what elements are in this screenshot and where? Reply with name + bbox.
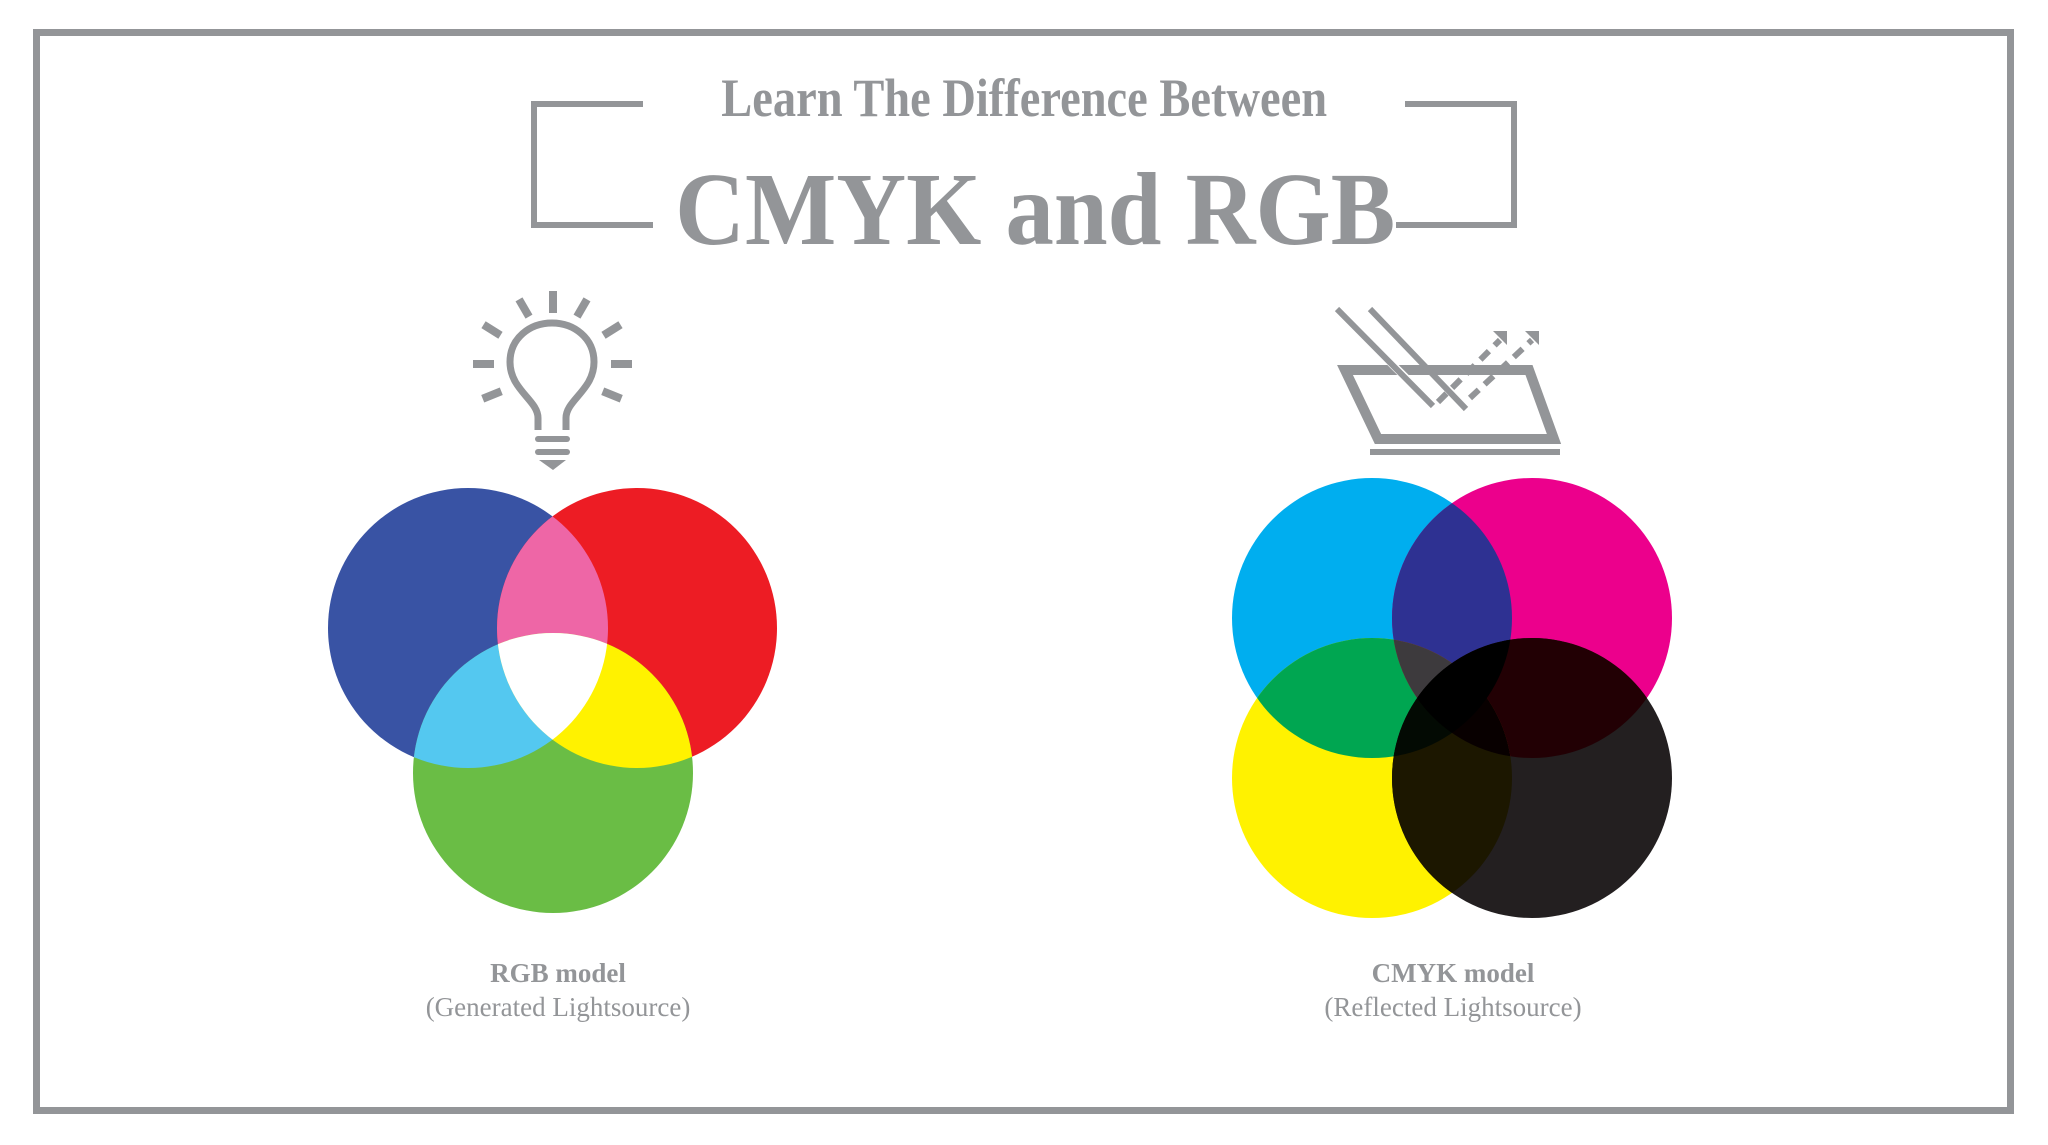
- bracket-left-bottom: [531, 222, 653, 228]
- title-line-1: Learn The Difference Between: [721, 68, 1327, 128]
- cmyk-model-sublabel: (Reflected Lightsource): [1324, 992, 1582, 1022]
- rgb-model-label: RGB model: [490, 958, 626, 988]
- title-subheading: Learn The Difference Between: [648, 68, 1400, 128]
- bracket-right-bottom: [1396, 222, 1517, 228]
- outer-frame: [33, 29, 2014, 1114]
- cmyk-overlap-all: [1392, 638, 1512, 758]
- title-heading: CMYK and RGB: [648, 150, 1400, 270]
- bracket-left-vertical: [531, 101, 537, 228]
- cmyk-venn-diagram: [1232, 478, 1672, 918]
- bracket-right-vertical: [1511, 101, 1517, 228]
- bracket-right-top: [1405, 101, 1517, 107]
- bracket-left-top: [531, 101, 643, 107]
- title-line-2: CMYK and RGB: [675, 152, 1396, 267]
- cmyk-model-label: CMYK model: [1371, 958, 1535, 988]
- cmyk-caption: CMYK model (Reflected Lightsource): [1253, 956, 1653, 1024]
- reflection-icon: [1334, 306, 1562, 455]
- lightbulb-icon: [473, 291, 632, 470]
- rgb-caption: RGB model (Generated Lightsource): [358, 956, 758, 1024]
- rgb-venn-diagram: [328, 488, 777, 913]
- rgb-overlap-red-green: [497, 633, 693, 768]
- rgb-overlap-blue-green: [413, 633, 608, 768]
- rgb-model-sublabel: (Generated Lightsource): [425, 992, 691, 1022]
